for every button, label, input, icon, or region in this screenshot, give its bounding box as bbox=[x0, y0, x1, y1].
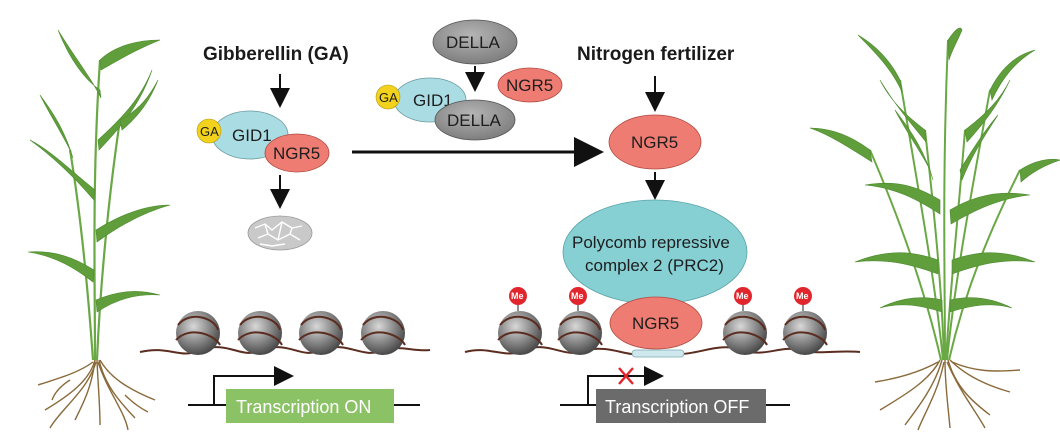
nitrogen-heading: Nitrogen fertilizer bbox=[577, 44, 735, 65]
transcription-on-box bbox=[226, 389, 394, 423]
svg-text:Me: Me bbox=[796, 291, 809, 301]
ga-gid1-ngr5-complex: GID1 NGR5 GA bbox=[196, 110, 330, 173]
ngr5-label: NGR5 bbox=[273, 144, 320, 163]
svg-text:Me: Me bbox=[511, 291, 524, 301]
gid1-della-label: GID1 bbox=[413, 91, 453, 110]
nucleosomes-left bbox=[175, 311, 406, 355]
prc2-label-line1: Polycomb repressive bbox=[572, 233, 730, 252]
left-plant-leaves bbox=[27, 29, 171, 313]
prc2-oval bbox=[562, 199, 748, 305]
ga-label: GA bbox=[200, 124, 219, 139]
gene-off: Transcription OFF bbox=[560, 366, 790, 423]
nucleosome bbox=[175, 311, 221, 355]
methyl-mark: Me bbox=[509, 287, 527, 311]
left-plant-roots bbox=[37, 359, 156, 431]
nucleosome bbox=[497, 311, 543, 355]
nucleosome bbox=[782, 311, 828, 355]
degraded-protein bbox=[247, 215, 313, 251]
methyl-mark: Me bbox=[734, 287, 752, 311]
ngr5-oval bbox=[264, 133, 330, 173]
nucleosome bbox=[557, 311, 603, 355]
ngr5-free: NGR5 bbox=[497, 67, 563, 103]
nucleosome bbox=[360, 311, 406, 355]
nucleosome bbox=[298, 311, 344, 355]
gid1-label: GID1 bbox=[232, 126, 272, 145]
svg-text:Me: Me bbox=[736, 291, 749, 301]
transcription-off-box bbox=[596, 389, 766, 423]
prc2-complex: Polycomb repressive complex 2 (PRC2) NGR… bbox=[562, 199, 748, 350]
della-top: DELLA bbox=[432, 19, 518, 65]
ga-gid1-della-complex: GID1 DELLA GA bbox=[375, 77, 516, 141]
della-bound-label: DELLA bbox=[447, 111, 502, 130]
methyl-mark: Me bbox=[794, 287, 812, 311]
gene-on: Transcription ON bbox=[188, 366, 420, 423]
methyl-mark: Me bbox=[569, 287, 587, 311]
target-dna-region bbox=[631, 349, 685, 358]
prc2-label-line2: complex 2 (PRC2) bbox=[585, 256, 724, 275]
blocked-x-icon bbox=[618, 367, 634, 385]
ngr5-bound-label: NGR5 bbox=[632, 314, 679, 333]
right-plant-leaves bbox=[809, 27, 1060, 313]
methyl-marks: Me Me Me Me bbox=[509, 287, 812, 311]
left-plant bbox=[27, 29, 171, 431]
left-plant-stems bbox=[68, 59, 122, 361]
transcription-on-label: Transcription ON bbox=[236, 397, 371, 417]
right-plant bbox=[809, 27, 1060, 431]
nucleosome bbox=[722, 311, 768, 355]
transcription-off-label: Transcription OFF bbox=[605, 397, 749, 417]
ngr5-nitrogen: NGR5 bbox=[608, 114, 702, 170]
nucleosomes-right bbox=[497, 311, 828, 355]
gibberellin-heading: Gibberellin (GA) bbox=[203, 44, 349, 65]
della-top-label: DELLA bbox=[446, 33, 501, 52]
nucleosome bbox=[237, 311, 283, 355]
right-plant-roots bbox=[874, 359, 1021, 431]
ngr5-bound-oval bbox=[609, 296, 703, 350]
ngr5-nitrogen-label: NGR5 bbox=[631, 133, 678, 152]
ga-bound-label: GA bbox=[379, 90, 398, 105]
ga-circle bbox=[196, 118, 222, 144]
svg-text:Me: Me bbox=[571, 291, 584, 301]
ngr5-free-label: NGR5 bbox=[506, 76, 553, 95]
